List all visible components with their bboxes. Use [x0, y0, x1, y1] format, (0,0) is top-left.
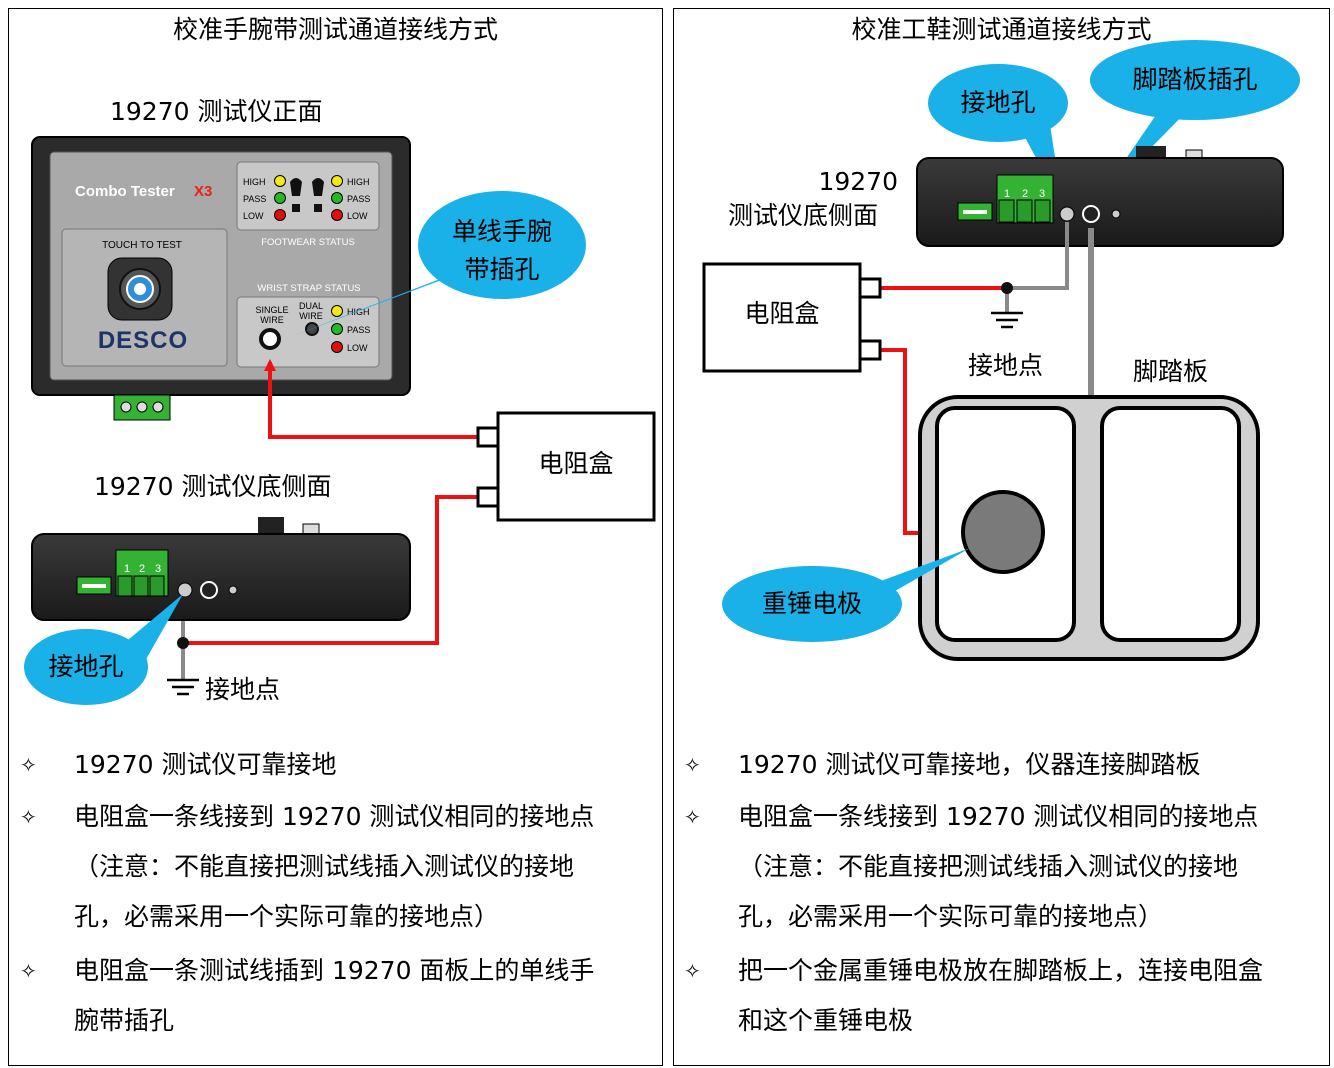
side-label-right-2: 测试仪底侧面	[728, 201, 879, 230]
front-label: 19270 测试仪正面	[110, 97, 323, 126]
right-bullet-3-line2: 和这个重锤电极	[738, 1006, 914, 1035]
callout-single-wire-text-2: 带插孔	[464, 255, 540, 284]
footprint-icon	[290, 178, 302, 212]
wire-red-to-jack	[268, 362, 478, 439]
wire-gray-ground-right	[1005, 222, 1069, 312]
resistor-box-right-label: 电阻盒	[744, 299, 820, 328]
footplate-label: 脚踏板	[1133, 357, 1209, 386]
callout-footplate-jack-text: 脚踏板插孔	[1132, 65, 1258, 94]
right-bullet-1: 19270 测试仪可靠接地，仪器连接脚踏板	[738, 750, 1201, 779]
tester-side-right: 1 2 3	[916, 146, 1284, 247]
bullet-icon: ✧	[20, 959, 37, 983]
svg-text:DUAL: DUAL	[299, 301, 323, 311]
led-high-left	[274, 175, 286, 187]
svg-text:LOW: LOW	[347, 343, 368, 353]
wire-red-to-ground	[183, 495, 478, 645]
wrist-strap-status-label: WRIST STRAP STATUS	[257, 283, 360, 294]
svg-text:3: 3	[1039, 188, 1045, 200]
led-low-left	[274, 209, 286, 221]
footwear-status-label: FOOTWEAR STATUS	[261, 237, 355, 248]
desco-logo: DESCO	[98, 327, 188, 354]
svg-text:2: 2	[139, 563, 145, 575]
led-pass-left	[274, 192, 286, 204]
svg-text:HIGH: HIGH	[347, 307, 370, 317]
svg-text:1: 1	[124, 563, 130, 575]
left-bullet-2: 电阻盒一条线接到 19270 测试仪相同的接地点	[74, 802, 595, 831]
tester-front: Combo Tester X3 HIGH PASS LOW HIGH PASS …	[31, 136, 411, 421]
callout-ground-hole-left	[24, 629, 148, 705]
svg-text:PASS: PASS	[347, 325, 370, 335]
left-bullet-3: 电阻盒一条测试线插到 19270 面板上的单线手	[74, 956, 595, 985]
left-panel	[8, 8, 663, 1066]
right-bullet-3: 把一个金属重锤电极放在脚踏板上，连接电阻盒	[738, 956, 1264, 985]
svg-text:3: 3	[155, 563, 161, 575]
footprint-icon	[312, 178, 324, 212]
svg-text:WIRE: WIRE	[299, 311, 323, 321]
weight-electrode	[961, 490, 1045, 574]
left-bullet-2-line3: 孔，必需采用一个实际可靠的接地点）	[74, 902, 500, 931]
led-low-right	[331, 209, 343, 221]
led-high-right	[331, 175, 343, 187]
bullet-icon: ✧	[20, 753, 37, 777]
svg-text:WIRE: WIRE	[260, 315, 284, 325]
left-panel-title: 校准手腕带测试通道接线方式	[172, 15, 498, 44]
resistor-box-left-label: 电阻盒	[538, 449, 614, 478]
right-panel	[673, 8, 1330, 1066]
callout-ground-hole-left-text: 接地孔	[48, 652, 124, 681]
callout-footplate-jack	[1090, 40, 1300, 120]
resistor-box-right	[702, 262, 862, 373]
callout-single-wire-text-1: 单线手腕	[451, 217, 552, 246]
brand-name: Combo Tester	[75, 183, 175, 200]
svg-text:PASS: PASS	[243, 194, 266, 204]
svg-text:2: 2	[1022, 188, 1028, 200]
side-label-left: 19270 测试仪底侧面	[94, 472, 332, 501]
left-bullet-1: 19270 测试仪可靠接地	[74, 750, 337, 779]
callout-ground-hole-right-text: 接地孔	[960, 88, 1036, 117]
tester-side-left: 1 2 3	[31, 517, 411, 621]
callout-weight-electrode-text: 重锤电极	[761, 589, 862, 618]
callout-weight-electrode	[722, 566, 902, 642]
side-label-right-1: 19270	[818, 167, 898, 196]
svg-text:SINGLE: SINGLE	[255, 305, 288, 315]
right-bullet-2-line2: （注意：不能直接把测试线插入测试仪的接地	[738, 852, 1239, 881]
svg-text:HIGH: HIGH	[243, 177, 266, 187]
ground-hole-right	[1059, 206, 1075, 222]
bullet-icon: ✧	[684, 959, 701, 983]
resistor-box-left	[496, 411, 656, 522]
ground-point-right-label: 接地点	[968, 351, 1044, 380]
left-bullet-3-line2: 腕带插孔	[74, 1006, 175, 1035]
svg-text:HIGH: HIGH	[347, 177, 370, 187]
callout-single-wire	[418, 191, 586, 299]
footplate-jack	[1082, 205, 1100, 223]
ground-hole	[177, 582, 193, 598]
bullet-icon: ✧	[20, 805, 37, 829]
bullet-icon: ✧	[684, 753, 701, 777]
right-bullet-2-line3: 孔，必需采用一个实际可靠的接地点）	[738, 902, 1164, 931]
callout-ground-hole-right	[928, 64, 1068, 142]
brand-model: X3	[194, 183, 212, 200]
dual-wire-jack	[305, 322, 319, 336]
svg-text:LOW: LOW	[243, 211, 264, 221]
svg-text:1: 1	[1004, 188, 1010, 200]
right-bullet-2: 电阻盒一条线接到 19270 测试仪相同的接地点	[738, 802, 1259, 831]
svg-text:LOW: LOW	[347, 211, 368, 221]
right-panel-title: 校准工鞋测试通道接线方式	[851, 15, 1152, 44]
bullet-icon: ✧	[684, 805, 701, 829]
ground-point-left-label: 接地点	[205, 675, 281, 704]
touch-to-test-label: TOUCH TO TEST	[102, 240, 182, 251]
single-wire-jack	[259, 328, 281, 350]
svg-text:PASS: PASS	[347, 194, 370, 204]
led-pass-right	[331, 192, 343, 204]
left-bullet-2-line2: （注意：不能直接把测试线插入测试仪的接地	[74, 852, 575, 881]
